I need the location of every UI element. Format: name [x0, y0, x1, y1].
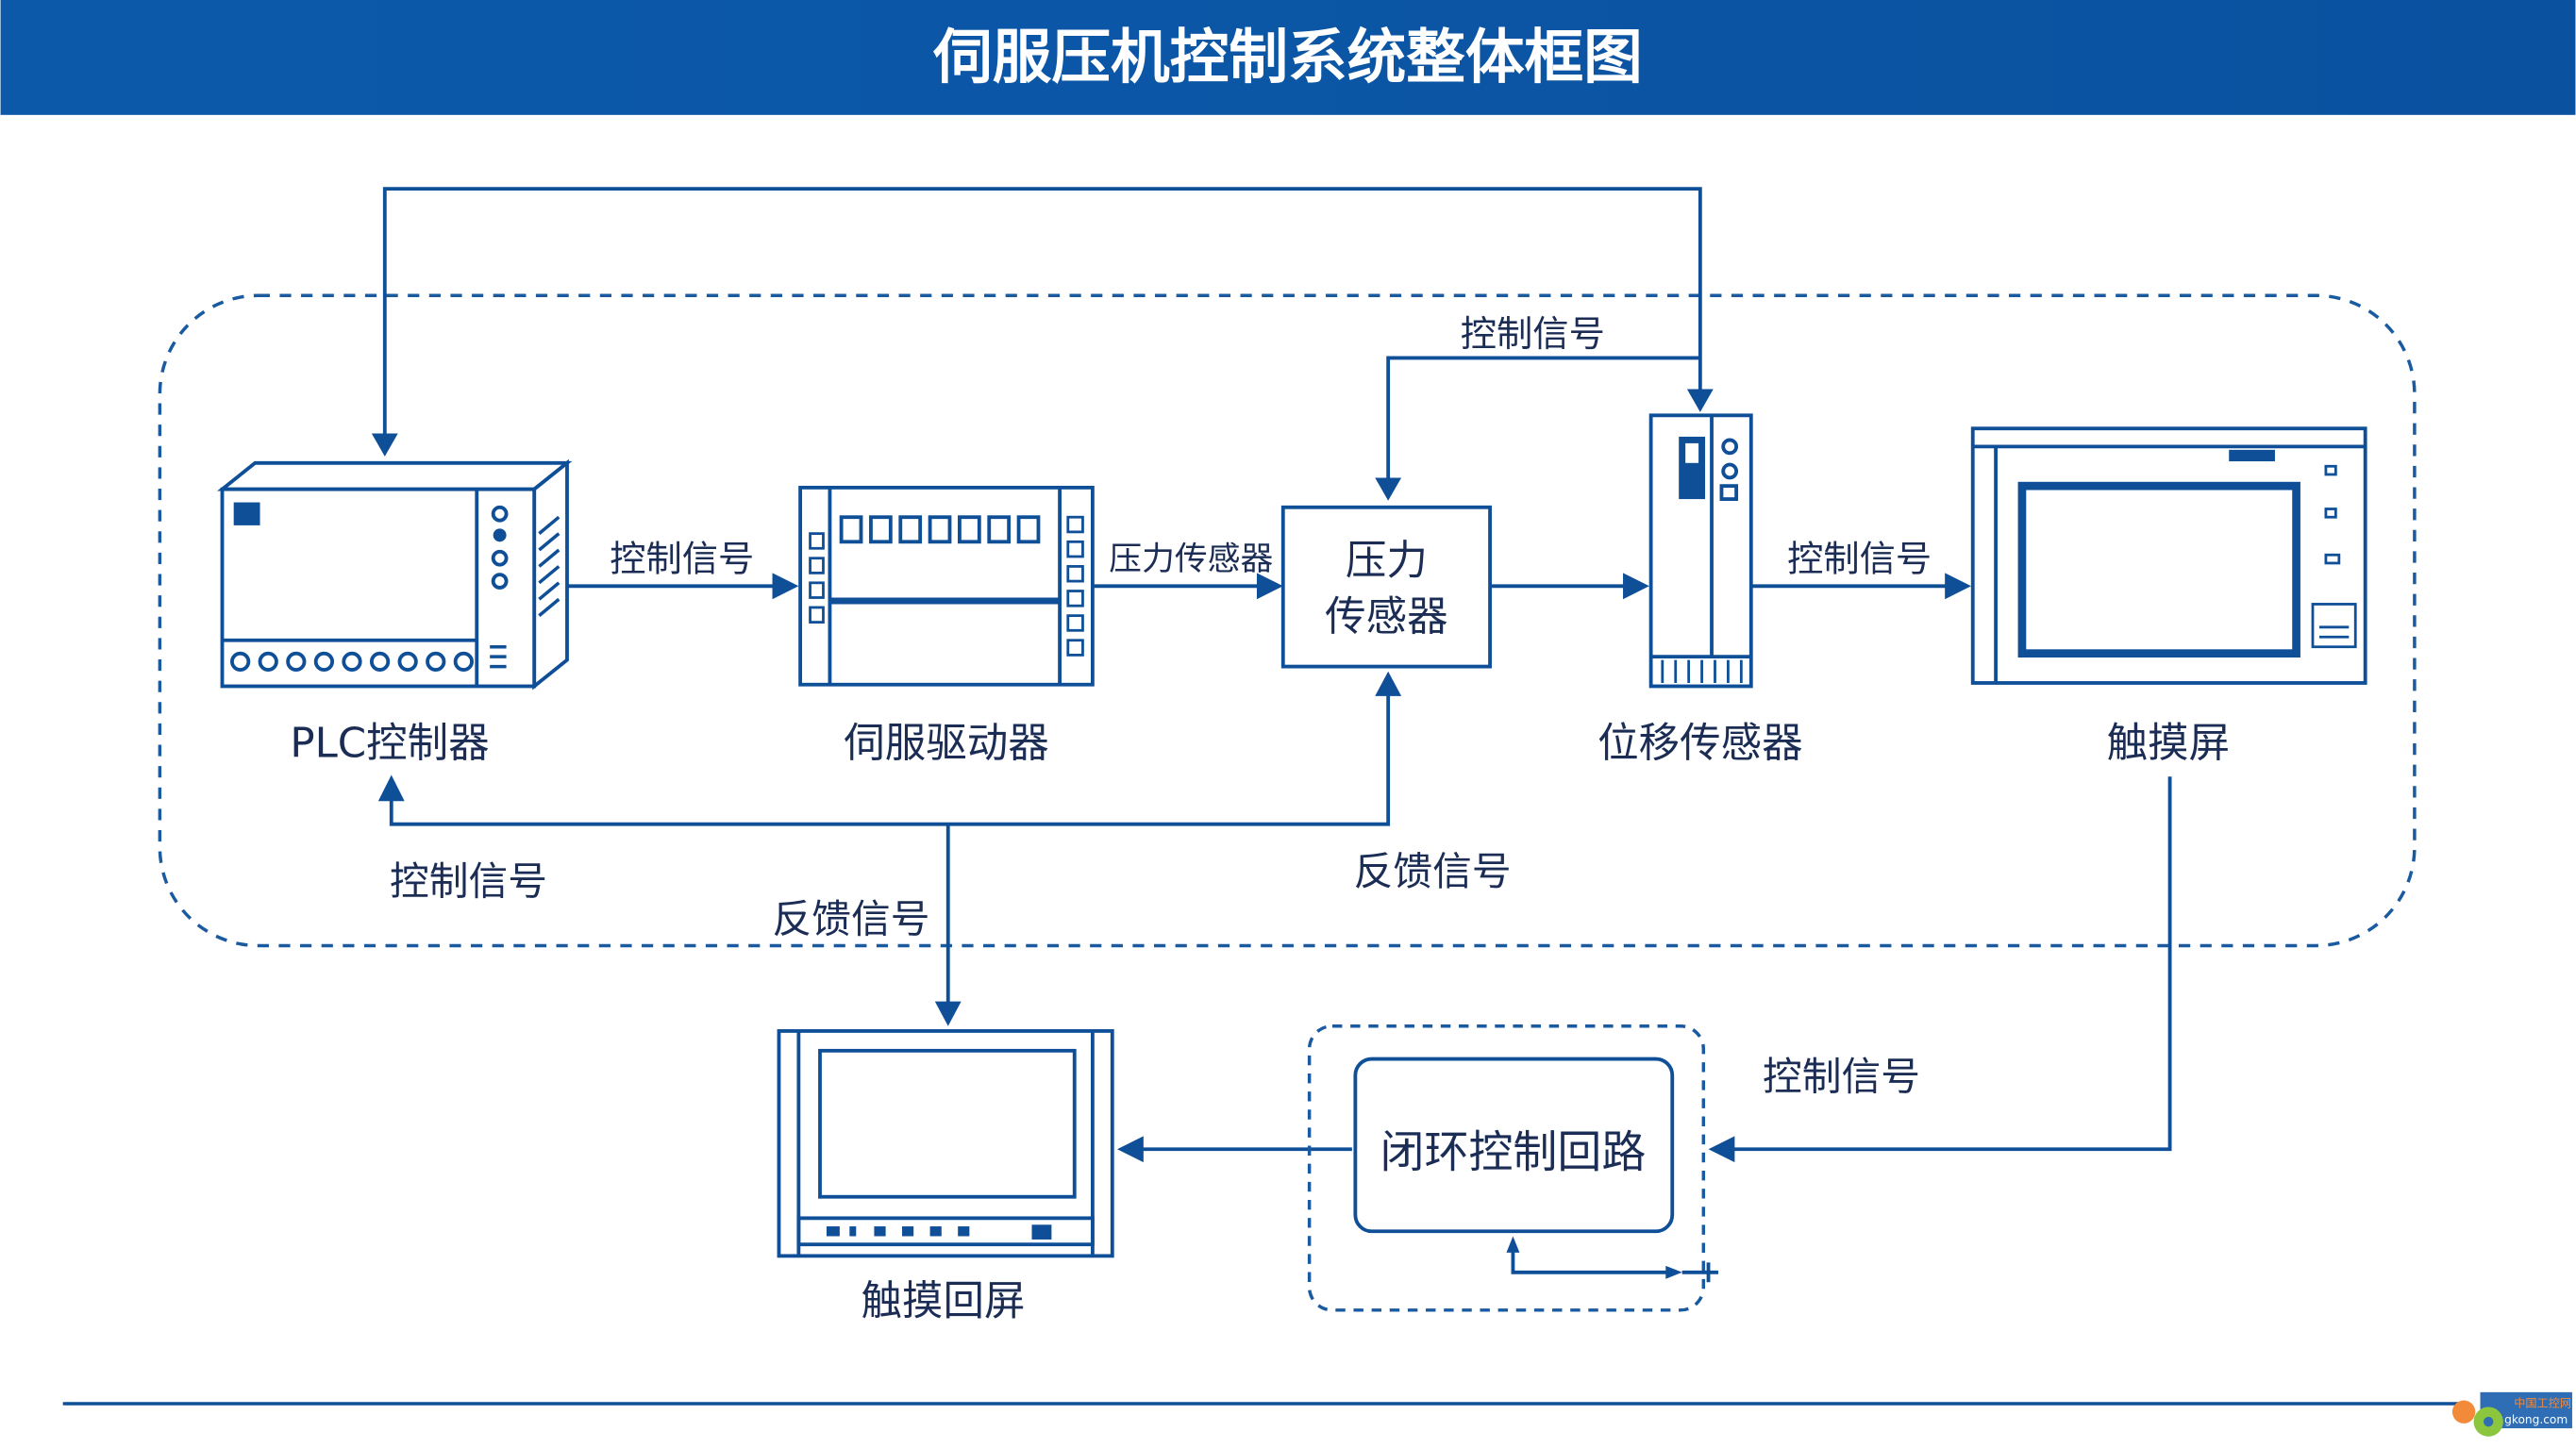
watermark-text: 中国工控网: [2514, 1395, 2571, 1409]
arrow-head: [1256, 573, 1283, 600]
touch-to-loop-line: [1732, 776, 2172, 1152]
system-boundary: [158, 293, 2417, 948]
arrow-head: [772, 573, 799, 600]
touch-return-screen-label: 触摸回屏: [861, 1278, 1026, 1325]
servo-driver-icon: [798, 485, 1095, 687]
arrow-head: [377, 774, 405, 802]
watermark-logo: 中国工控网 gkong.com: [2451, 1391, 2572, 1437]
monitor-icon: [777, 1029, 1114, 1258]
displacement-sensor-label: 位移传感器: [1597, 720, 1803, 767]
arrow-head: [1665, 1265, 1682, 1279]
header-bar: [0, 0, 2576, 115]
plc-controller-icon: [217, 458, 573, 691]
arrow-head: [1375, 671, 1402, 696]
arrow-head: [1945, 573, 1971, 600]
arrow-head: [1686, 389, 1714, 412]
top-control-line: [382, 187, 1702, 436]
arrow-head: [1117, 1136, 1144, 1163]
arrow-head: [934, 1001, 962, 1026]
arrow-head: [371, 433, 398, 457]
touch-screen-label: 触摸屏: [2107, 720, 2231, 767]
servo-driver-label: 伺服驱动器: [844, 720, 1049, 767]
touch-screen-icon: [1970, 426, 2367, 685]
control-to-pressure-line: [1386, 356, 1700, 481]
watermark-domain: gkong.com: [2504, 1413, 2568, 1426]
closed-loop-label: 闭环控制回路: [1380, 1126, 1647, 1178]
feedback-line: [389, 692, 1391, 826]
arrow-head: [1708, 1136, 1735, 1163]
inner-loop-line: [1511, 1251, 1669, 1274]
displacement-sensor-icon: [1648, 413, 1753, 689]
arrow-head: [1506, 1236, 1520, 1253]
plc-label: PLC控制器: [290, 720, 489, 767]
arrow-head: [1375, 477, 1402, 501]
edge-label-plc-driver: 控制信号: [610, 539, 754, 581]
edge-label-touch-loop: 控制信号: [1763, 1054, 1920, 1100]
closed-loop-boundary: [1307, 1024, 1706, 1312]
edge-label-feedback-down: 反馈信号: [773, 896, 930, 942]
edge-label-driver-sensor: 压力传感器: [1109, 541, 1273, 578]
edge-label-feedback-plc: 控制信号: [390, 857, 547, 904]
pressure-sensor-box: [1280, 505, 1492, 669]
pressure-sensor-label-1: 压力: [1346, 538, 1428, 585]
arrow-head: [1623, 573, 1649, 600]
edge-label-feedback-sensor: 反馈信号: [1354, 848, 1512, 894]
edge-label-displacement-touch: 控制信号: [1787, 539, 1932, 581]
closed-loop-box: [1353, 1057, 1675, 1234]
page-title: 伺服压机控制系统整体框图: [932, 23, 1643, 92]
edge-label-top-control: 控制信号: [1461, 313, 1605, 356]
pressure-sensor-label-2: 传感器: [1325, 593, 1448, 641]
